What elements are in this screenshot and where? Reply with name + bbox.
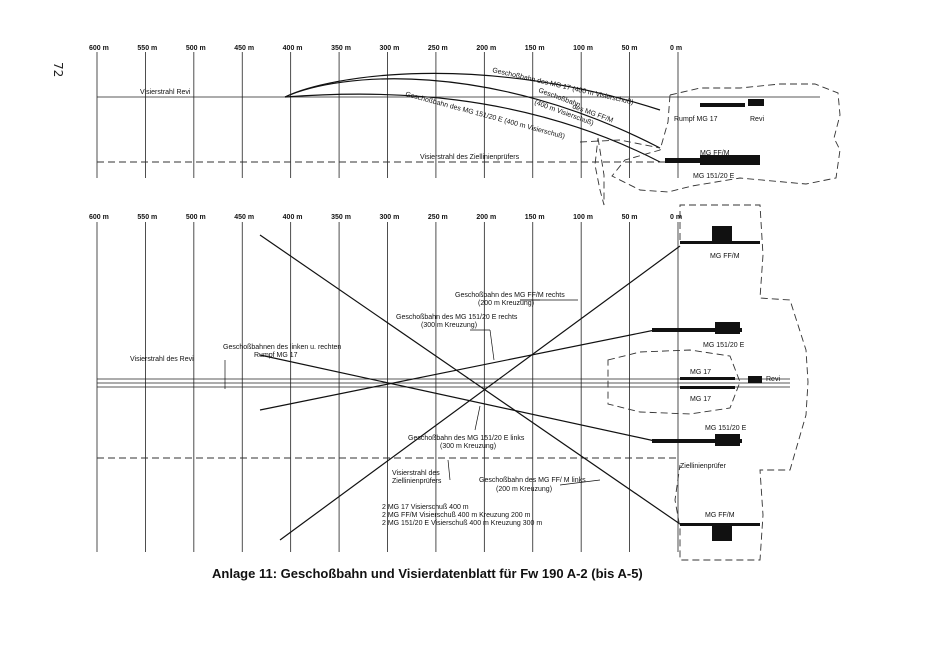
side-spinner-outline: [579, 139, 661, 149]
top-distance-tick-label: 400 m: [283, 214, 303, 221]
side-distance-tick-label: 300 m: [380, 45, 400, 52]
side-distance-tick-label: 0 m: [670, 45, 682, 52]
top-leader-zielfinder: [447, 459, 451, 481]
top-label-mgffm-top: MG FF/M: [710, 253, 740, 260]
top-label-mg151-rechts-1: Geschoßbahn des MG 151/20 E rechts: [396, 314, 518, 321]
top-label-mg17-a: MG 17: [690, 369, 711, 376]
top-distance-tick-label: 150 m: [525, 214, 545, 221]
top-label-mgff-rechts-1: Geschoßbahn des MG FF/M rechts: [455, 292, 565, 299]
top-label-mg17-both-1: Geschoßbahnen des linken u. rechten: [223, 344, 341, 351]
top-label-mg151-rechts-2: (300 m Kreuzung): [421, 322, 477, 329]
top-trajectory-mgff-right: [279, 245, 681, 541]
side-label-visierstrahl-revi: Visierstrahl Revi: [140, 89, 191, 96]
top-label-mg151-links-1: Geschoßbahn des MG 151/20 E links: [408, 435, 525, 442]
side-distance-tick-label: 100 m: [573, 45, 593, 52]
top-trajectory-mg151-right: [259, 329, 656, 411]
side-label-mgffm: MG FF/M: [700, 150, 730, 157]
side-aircraft-outline: [611, 83, 841, 193]
top-label-summary-3: 2 MG 151/20 E Visierschuß 400 m Kreuzung…: [382, 520, 542, 527]
top-label-visierstrahl-revi: Visierstrahl des Revi: [130, 356, 194, 363]
top-mgffm-gun-body-b: [712, 523, 732, 541]
side-trajectory-mg151: [284, 93, 661, 163]
top-label-mgff-rechts-2: (200 m Kreuzung): [478, 300, 534, 307]
side-distance-tick-label: 450 m: [234, 45, 254, 52]
top-trajectory-mg151-left: [259, 354, 656, 442]
top-label-mg151-top: MG 151/20 E: [703, 342, 745, 349]
top-leader-mg151-links: [474, 405, 481, 431]
side-view: 600 m 550 m 500 m 450 m 400 m 350 m 300 m 250 m…: [89, 45, 841, 206]
side-propeller-outline: [594, 137, 605, 206]
side-revi-sight: [748, 99, 764, 106]
side-mg151-gun: [700, 155, 760, 165]
top-distance-tick-label: 300 m: [380, 214, 400, 221]
top-distance-tick-label: 0 m: [670, 214, 682, 221]
top-label-zielfinder-2: Ziellinienprüfers: [392, 478, 442, 485]
side-distance-tick-label: 400 m: [283, 45, 303, 52]
top-distance-tick-label: 250 m: [428, 214, 448, 221]
side-label-rumpf-mg17: Rumpf MG 17: [674, 116, 718, 123]
top-distance-tick-label: 50 m: [622, 214, 638, 221]
top-view: 600 m 550 m 500 m 450 m 400 m 350 m 300 m 250 m…: [89, 204, 809, 561]
side-distance-tick-label: 350 m: [331, 45, 351, 52]
side-label-revi: Revi: [750, 116, 764, 123]
top-distance-tick-label: 100 m: [573, 214, 593, 221]
side-distance-tick-label: 50 m: [622, 45, 638, 52]
side-label-zielfinder: Visierstrahl des Ziellinienprüfers: [420, 154, 520, 161]
top-label-zielfinder-right: Ziellinienprüfer: [680, 463, 727, 470]
top-mg151-gun-barrel: [652, 328, 742, 332]
side-distance-tick-label: 600 m: [89, 45, 109, 52]
top-distance-tick-label: 500 m: [186, 214, 206, 221]
top-mgffm-gun-body: [712, 226, 732, 244]
top-mg17-gun-a: [680, 377, 735, 380]
top-label-mg17-b: MG 17: [690, 396, 711, 403]
top-label-mgff-links-1: Geschoßbahn des MG FF/ M links: [479, 477, 586, 484]
top-mg151-gun-barrel-b: [652, 439, 742, 443]
top-trajectory-mgff-left: [259, 234, 681, 525]
top-distance-tick-label: 200 m: [476, 214, 496, 221]
top-distance-ticks: 600 m 550 m 500 m 450 m 400 m 350 m 300 m 250 m…: [89, 214, 682, 221]
top-fuselage-outline: [607, 349, 741, 415]
top-label-summary-2: 2 MG FF/M Visierschuß 400 m Kreuzung 200…: [382, 512, 531, 519]
side-rumpf-mg17-gun: [700, 103, 745, 107]
side-distance-tick-label: 150 m: [525, 45, 545, 52]
side-distance-tick-label: 200 m: [476, 45, 496, 52]
top-label-mgffm-bottom: MG FF/M: [705, 512, 735, 519]
top-distance-tick-label: 450 m: [234, 214, 254, 221]
side-distance-tick-label: 500 m: [186, 45, 206, 52]
top-mg151-gun-body-b: [715, 434, 740, 446]
top-leader-mgff-links: [559, 479, 601, 486]
side-trajectory-mgffm: [284, 78, 661, 149]
page-number: 72: [51, 62, 65, 77]
side-label-mg151: MG 151/20 E: [693, 173, 735, 180]
top-leader-mg151-rechts-b: [489, 329, 495, 361]
top-label-zielfinder-1: Visierstrahl des: [392, 470, 440, 477]
top-distance-tick-label: 550 m: [137, 214, 157, 221]
side-distance-tick-label: 550 m: [137, 45, 157, 52]
top-mg17-gun-b: [680, 386, 735, 389]
side-distance-ticks: 600 m 550 m 500 m 450 m 400 m 350 m 300 m 250 m…: [89, 45, 682, 52]
top-mg151-gun-body: [715, 322, 740, 334]
side-distance-tick-label: 250 m: [428, 45, 448, 52]
side-distance-grid: [96, 52, 679, 178]
top-distance-tick-label: 600 m: [89, 214, 109, 221]
top-label-mg151-links-2: (300 m Kreuzung): [440, 443, 496, 450]
top-label-mg151-bottom: MG 151/20 E: [705, 425, 747, 432]
top-revi-sight: [748, 376, 762, 383]
figure-caption: Anlage 11: Geschoßbahn und Visierdatenbl…: [212, 566, 643, 581]
top-label-revi: Revi: [766, 376, 780, 383]
top-label-summary-1: 2 MG 17 Visierschuß 400 m: [382, 504, 469, 511]
top-distance-tick-label: 350 m: [331, 214, 351, 221]
top-label-mg17-both-2: Rumpf MG 17: [254, 352, 298, 359]
top-aircraft-outline: [674, 204, 809, 561]
top-label-mgff-links-2: (200 m Kreuzung): [496, 486, 552, 493]
